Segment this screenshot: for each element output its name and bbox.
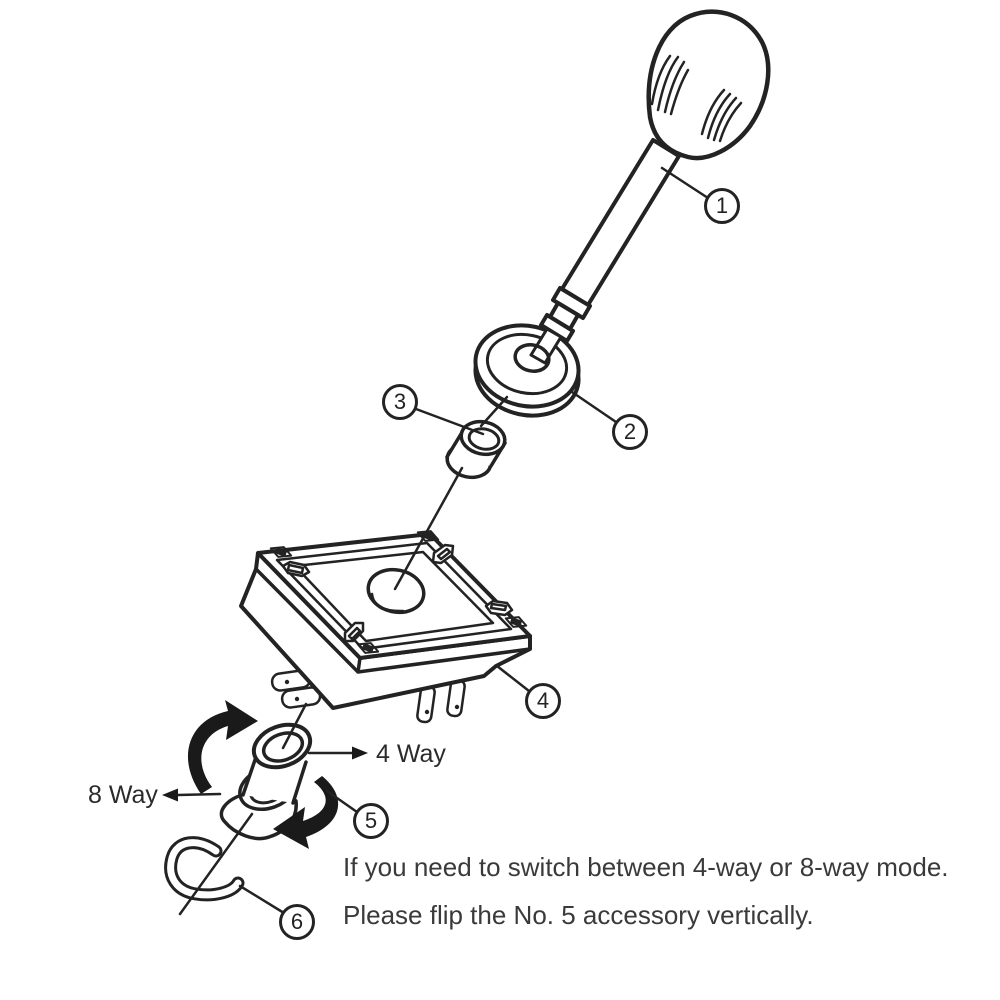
instruction-note: If you need to switch between 4-way or 8…: [343, 852, 949, 948]
part-number-3: 3: [393, 389, 407, 414]
part-label-6: 6: [279, 904, 315, 940]
terminal-tabs: [270, 669, 466, 724]
leader-3: [414, 407, 485, 436]
mode-pointer-arrows: [162, 746, 368, 802]
note-line-1: If you need to switch between 4-way or 8…: [343, 852, 949, 882]
eight-way-label: 8 Way: [88, 781, 158, 809]
joystick-shaft: [529, 138, 681, 365]
part-label-1: 1: [704, 188, 740, 224]
part-number-1: 1: [715, 193, 729, 218]
handle-hatch-lines: [650, 54, 743, 143]
rotate-arrow-lower: [273, 776, 339, 849]
rotation-arrows: [187, 700, 339, 849]
washer-hub: [513, 343, 551, 373]
part-number-2: 2: [623, 419, 637, 444]
leader-1: [660, 166, 710, 200]
part-label-4: 4: [525, 683, 561, 719]
part-number-5: 5: [364, 808, 378, 833]
leader-lines: [238, 166, 710, 915]
rotate-arrow-upper: [187, 700, 258, 794]
leader-2: [570, 390, 618, 424]
note-line-2: Please flip the No. 5 accessory vertical…: [343, 900, 814, 930]
mounting-slots: [281, 543, 514, 643]
leader-5: [325, 789, 359, 814]
joystick-handle: [646, 9, 771, 161]
part-number-4: 4: [536, 688, 550, 713]
e-clip: [164, 836, 245, 902]
shaft-bushing: [445, 419, 507, 480]
switch-base: [239, 530, 532, 724]
part-label-5: 5: [353, 803, 389, 839]
part-number-6: 6: [290, 909, 304, 934]
leader-4: [495, 664, 531, 693]
eight-way-arrow: [176, 792, 222, 797]
part-label-2: 2: [612, 414, 648, 450]
four-way-label: 4 Way: [376, 740, 446, 768]
part-label-3: 3: [382, 384, 418, 420]
leader-6: [238, 884, 286, 915]
axis-line: [178, 395, 509, 916]
